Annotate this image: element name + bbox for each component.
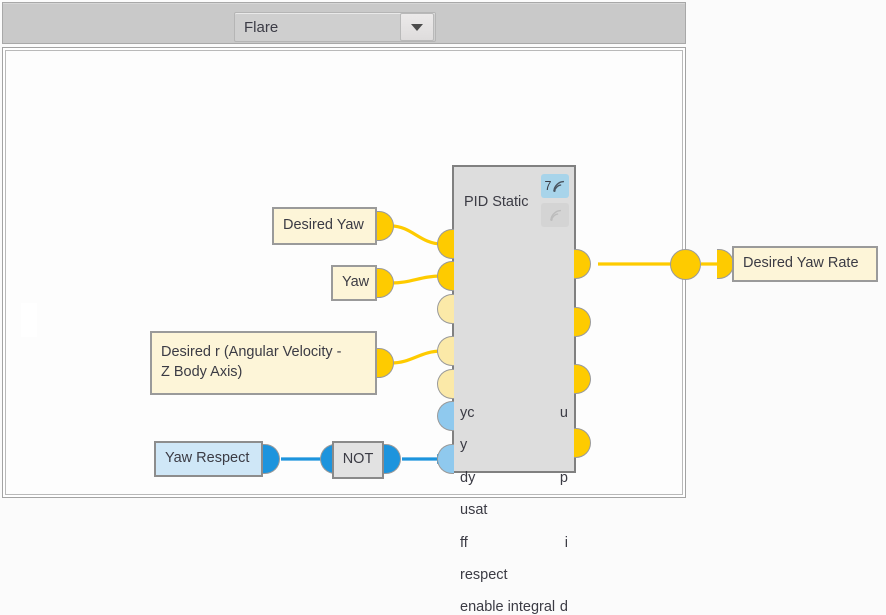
diagram-canvas[interactable] xyxy=(2,47,686,498)
port-label-respect: respect xyxy=(460,567,508,583)
port-label-usat: usat xyxy=(460,502,488,518)
canvas-edge-artifact xyxy=(21,303,37,337)
node-desired-yaw-rate-label: Desired Yaw Rate xyxy=(743,255,859,272)
canvas-surface[interactable] xyxy=(5,50,683,495)
port-label-ff: ff xyxy=(460,535,468,551)
port-label-enable-integral: enable integral xyxy=(460,599,556,615)
port-desired-yaw-rate-in[interactable] xyxy=(717,249,734,279)
model-select-dropdown[interactable]: Flare xyxy=(234,12,436,42)
port-label-d: d xyxy=(559,599,568,615)
port-label-i: i xyxy=(564,535,568,551)
chevron-down-icon[interactable] xyxy=(400,13,434,41)
toolbar: Flare xyxy=(2,2,686,44)
node-desired-yaw-rate[interactable]: Desired Yaw Rate xyxy=(732,246,878,282)
model-select-value: Flare xyxy=(244,18,279,36)
